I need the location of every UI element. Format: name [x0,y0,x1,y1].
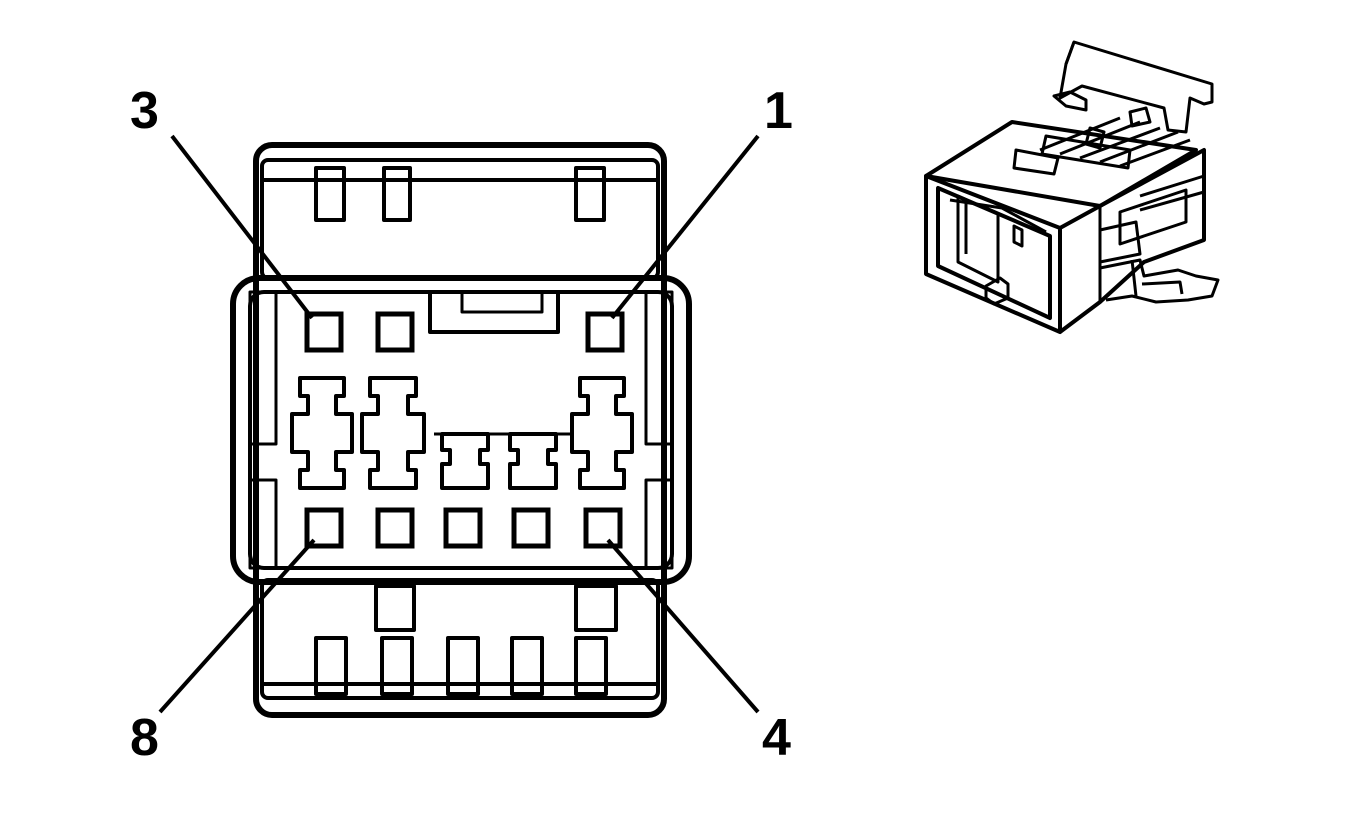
top-tab [314,166,346,222]
pin-cavity [375,507,415,549]
connector-flange [230,275,692,585]
terminal-latch [360,376,426,490]
pin-label-1: 1 [764,82,793,140]
connector-face-view: 3 1 8 4 [130,82,793,767]
bottom-tab [314,636,348,696]
connector-isometric-view [924,40,1220,334]
pin-cavity [375,311,415,353]
terminal-latch [508,432,558,490]
leader-line-8 [158,538,316,714]
bottom-tab [510,636,544,696]
top-tab [574,166,606,222]
pin-label-4: 4 [762,709,791,767]
pin-label-3: 3 [130,82,159,140]
leader-line-4 [606,538,760,714]
housing-outer [253,142,667,718]
pin-cavity [583,507,623,549]
leader-line-3 [170,134,314,320]
pin-cavity [585,311,625,353]
top-tab [382,166,412,222]
terminal-latch [570,376,634,490]
bottom-tab [574,636,608,696]
bottom-tab [380,636,414,696]
leader-line-1 [610,134,760,320]
pin-label-8: 8 [130,709,159,767]
pin-cavity [511,507,551,549]
pin-cavity [304,311,344,353]
terminal-latch [440,432,490,490]
terminal-latch [290,376,354,490]
bottom-tab [446,636,480,696]
pin-cavity [443,507,483,549]
